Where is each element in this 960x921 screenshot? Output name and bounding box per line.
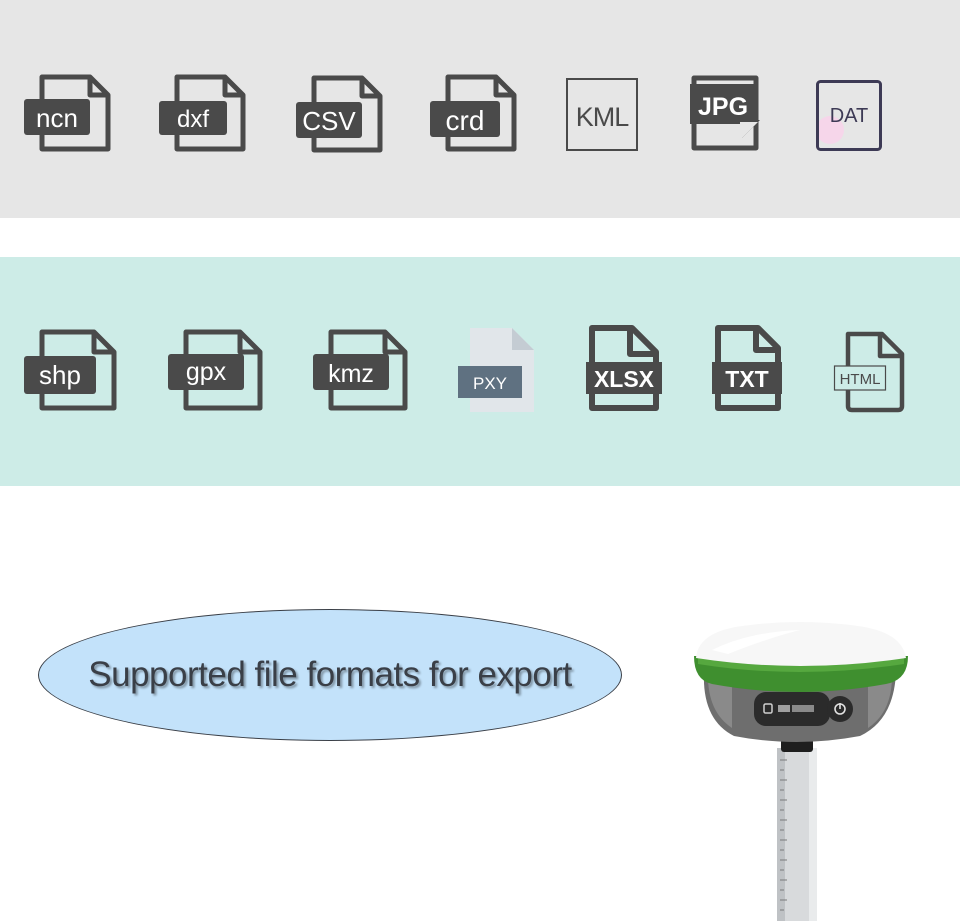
crd-file-icon: crd — [430, 73, 526, 157]
jpg-file-icon: JPG — [690, 75, 786, 160]
kmz-file-icon: kmz — [313, 328, 409, 412]
caption-text: Supported file formats for export — [88, 655, 572, 694]
format-label: KML — [576, 102, 630, 132]
dat-file-icon: DAT — [816, 80, 912, 164]
format-label: TXT — [725, 366, 768, 392]
format-label: crd — [446, 105, 485, 136]
format-label: dxf — [177, 106, 209, 133]
html-file-icon: HTML — [833, 330, 930, 414]
format-label: DAT — [830, 105, 869, 127]
txt-file-icon: TXT — [712, 325, 808, 411]
dxf-file-icon: dxf — [159, 73, 255, 157]
xlsx-file-icon: XLSX — [586, 325, 682, 411]
format-label: gpx — [186, 358, 227, 386]
format-label: PXY — [473, 374, 507, 393]
format-label: kmz — [328, 360, 374, 388]
ncn-file-icon: ncn — [24, 73, 120, 157]
shp-file-icon: shp — [24, 328, 120, 412]
format-label: HTML — [840, 371, 881, 388]
gpx-file-icon: gpx — [168, 328, 264, 412]
caption-oval: Supported file formats for export — [38, 609, 622, 741]
csv-file-icon: CSV — [296, 75, 392, 160]
kml-file-icon: KML — [566, 78, 662, 162]
pxy-file-icon: PXY — [458, 328, 554, 412]
format-label: JPG — [698, 93, 748, 121]
gnss-receiver-image — [688, 620, 918, 921]
format-label: shp — [39, 360, 81, 390]
format-label: ncn — [36, 103, 78, 133]
format-label: XLSX — [594, 366, 655, 392]
format-label: CSV — [302, 106, 356, 136]
